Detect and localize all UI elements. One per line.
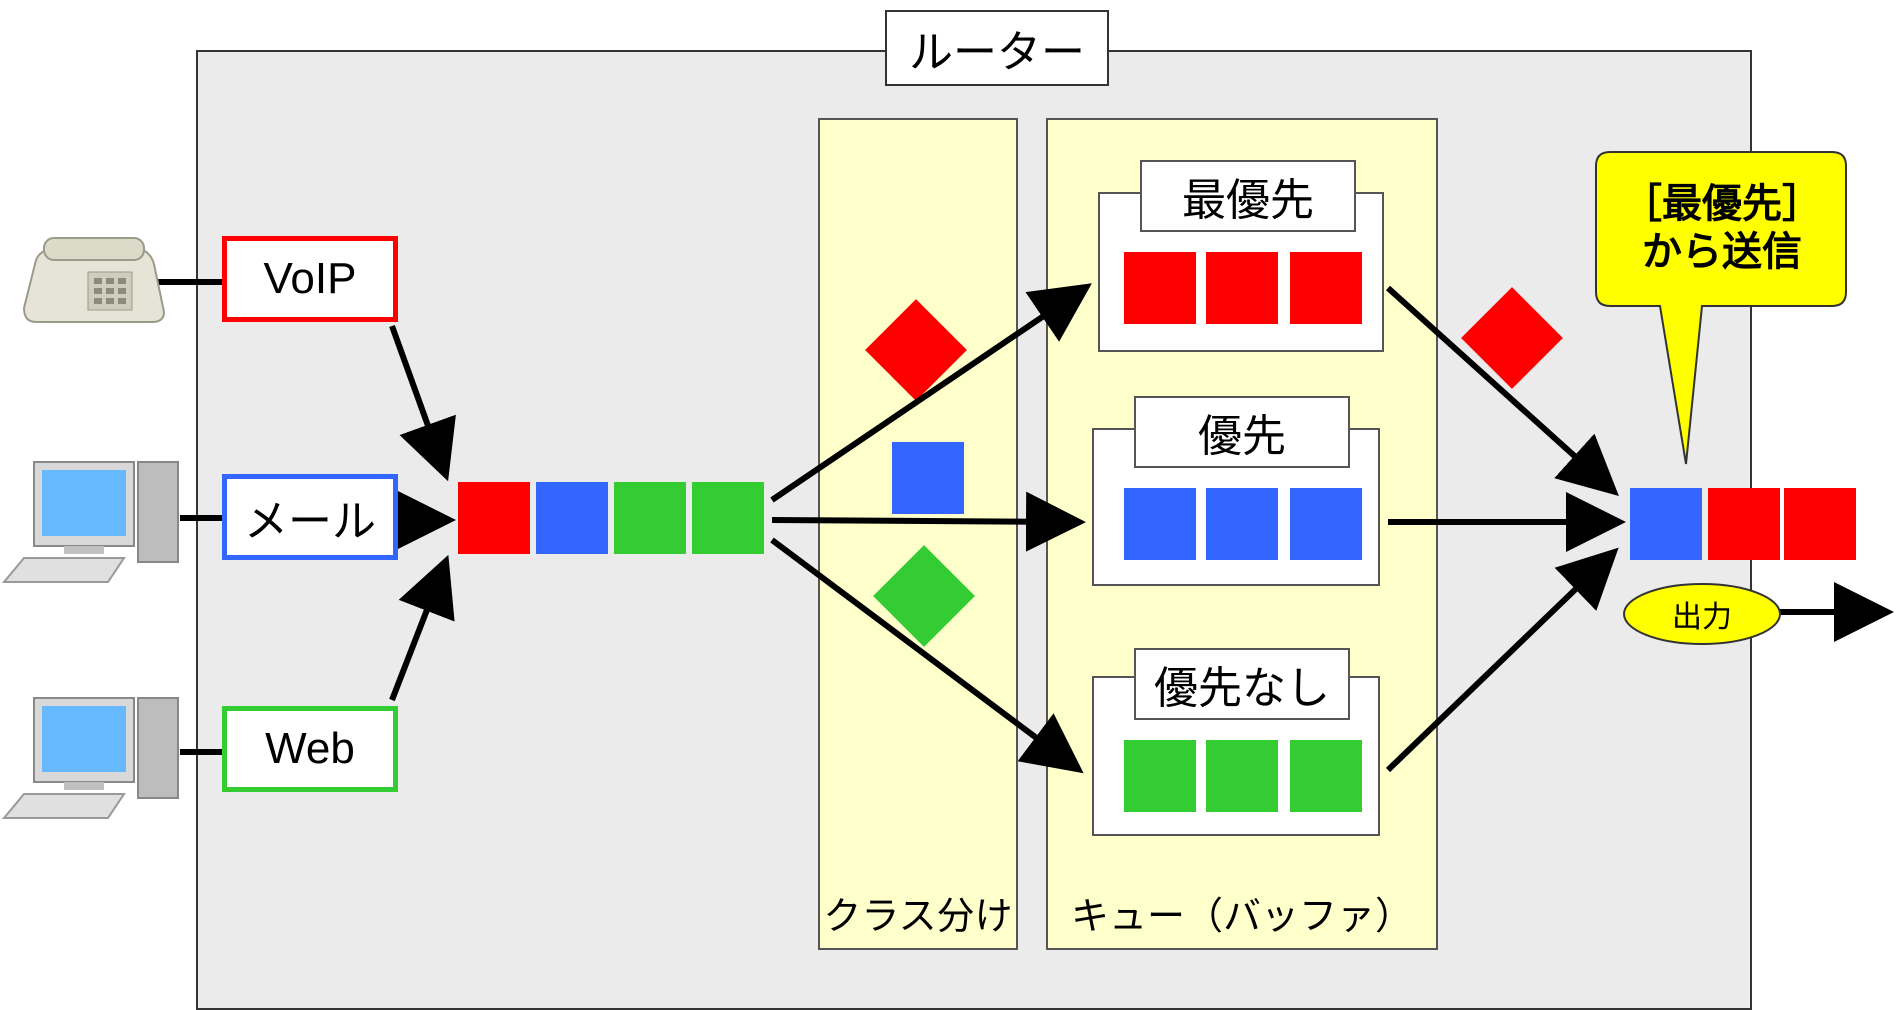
queue-bottom-label: 優先なし (1134, 648, 1350, 720)
classified-packet (892, 442, 964, 514)
output-ellipse (1623, 583, 1781, 645)
classify-column: クラス分け (818, 118, 1018, 950)
web-source-box: Web (222, 706, 398, 792)
output-packet (1784, 488, 1856, 560)
desktop-computer-icon (1, 461, 179, 583)
mail-source-box: メール (222, 474, 398, 560)
queue-top-packet (1290, 252, 1362, 324)
queue-middle-packet (1206, 488, 1278, 560)
output-packet (1708, 488, 1780, 560)
queue-middle-label: 優先 (1134, 396, 1350, 468)
queue-top-label: 最優先 (1140, 160, 1356, 232)
telephone-icon (22, 237, 166, 323)
router-title: ルーター (885, 10, 1109, 86)
queue-bottom-packet (1124, 740, 1196, 812)
incoming-packet (614, 482, 686, 554)
queue-bottom-packet (1206, 740, 1278, 812)
bubble-text: ［最優先］ から送信 (1598, 180, 1846, 276)
voip-source-box: VoIP (222, 236, 398, 322)
output-packet (1630, 488, 1702, 560)
classify-column-label: クラス分け (823, 894, 1013, 938)
incoming-packet (692, 482, 764, 554)
speech-bubble (1595, 151, 1847, 465)
queue-middle-packet (1124, 488, 1196, 560)
queue-bottom-packet (1290, 740, 1362, 812)
queue-column-label: キュー（バッファ） (1070, 894, 1413, 938)
queue-middle-packet (1290, 488, 1362, 560)
output-label: 出力 (1672, 600, 1732, 635)
bubble-line-1: ［最優先］ (1622, 181, 1822, 227)
desktop-computer-icon (1, 697, 179, 819)
incoming-packet (536, 482, 608, 554)
queue-top-packet (1124, 252, 1196, 324)
queue-top-packet (1206, 252, 1278, 324)
incoming-packet (458, 482, 530, 554)
bubble-line-2: から送信 (1642, 229, 1802, 275)
